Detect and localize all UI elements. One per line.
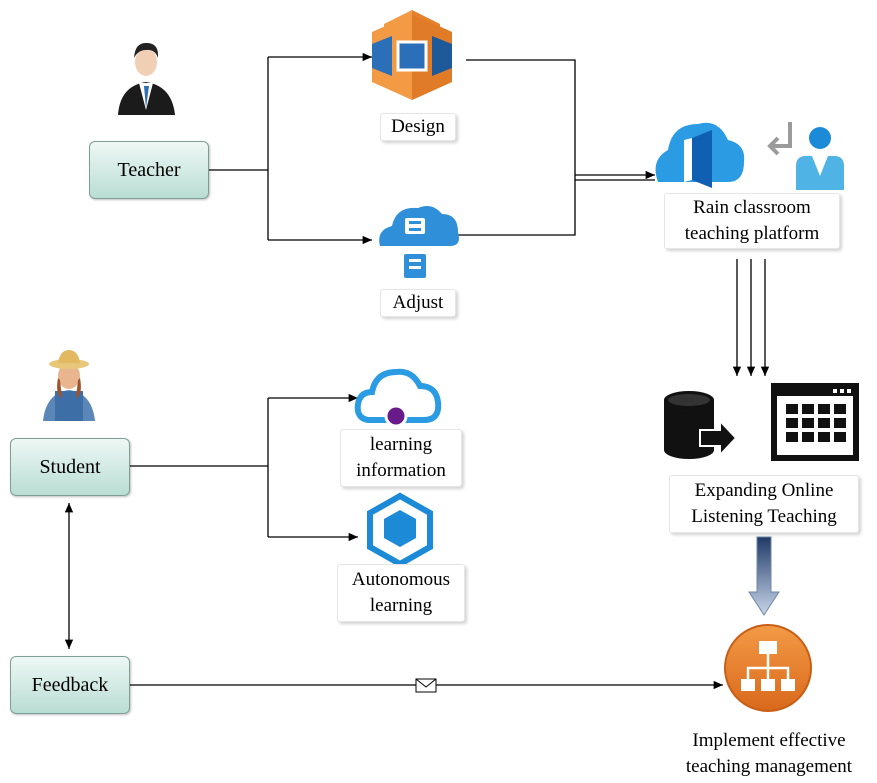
teacher-box[interactable]: Teacher bbox=[89, 141, 209, 199]
implement-line2: teaching management bbox=[685, 756, 853, 777]
design-cube-icon bbox=[372, 10, 452, 100]
expanding-online-label-box: Expanding Online Listening Teaching bbox=[669, 475, 859, 533]
teacher-connectors bbox=[209, 52, 655, 245]
rain-classroom-label-box: Rain classroom teaching platform bbox=[664, 193, 840, 249]
learning-information-line2: information bbox=[356, 460, 446, 481]
hierarchy-icon bbox=[724, 624, 812, 712]
learning-information-line1: learning bbox=[369, 434, 433, 455]
autonomous-learning-line2: learning bbox=[369, 595, 433, 616]
database-export-icon bbox=[664, 391, 738, 459]
feedback-label: Feedback bbox=[31, 673, 109, 696]
expanding-online-line2: Listening Teaching bbox=[691, 506, 837, 527]
implement-line1: Implement effective bbox=[692, 730, 846, 751]
autonomous-learning-label-box: Autonomous learning bbox=[337, 564, 465, 622]
adjust-label: Adjust bbox=[392, 292, 444, 313]
expanding-online-line1: Expanding Online bbox=[694, 480, 834, 501]
rain-classroom-line1: Rain classroom bbox=[693, 197, 811, 218]
student-box[interactable]: Student bbox=[10, 438, 130, 496]
feedback-box[interactable]: Feedback bbox=[10, 656, 130, 714]
student-label: Student bbox=[39, 455, 101, 478]
teacher-avatar-icon bbox=[118, 42, 175, 115]
design-label-box: Design bbox=[380, 113, 456, 141]
implement-label: Implement effective teaching management bbox=[664, 728, 874, 780]
adjust-label-box: Adjust bbox=[380, 289, 456, 317]
learning-information-label-box: learning information bbox=[340, 429, 462, 487]
rain-classroom-line2: teaching platform bbox=[684, 223, 820, 244]
autonomous-hexagon-icon bbox=[367, 492, 433, 568]
user-login-icon bbox=[767, 122, 844, 190]
grid-window-icon bbox=[771, 383, 859, 461]
rain-cloud-door-icon bbox=[655, 122, 745, 188]
design-label: Design bbox=[391, 116, 445, 137]
envelope-icon bbox=[415, 678, 437, 693]
big-down-arrow bbox=[748, 536, 780, 616]
student-avatar-icon bbox=[43, 350, 95, 421]
autonomous-learning-line1: Autonomous bbox=[351, 569, 451, 590]
platform-down-arrows bbox=[732, 259, 770, 376]
learning-cloud-icon bbox=[354, 368, 442, 428]
teacher-label: Teacher bbox=[117, 158, 181, 181]
adjust-cloud-icon bbox=[379, 206, 459, 278]
